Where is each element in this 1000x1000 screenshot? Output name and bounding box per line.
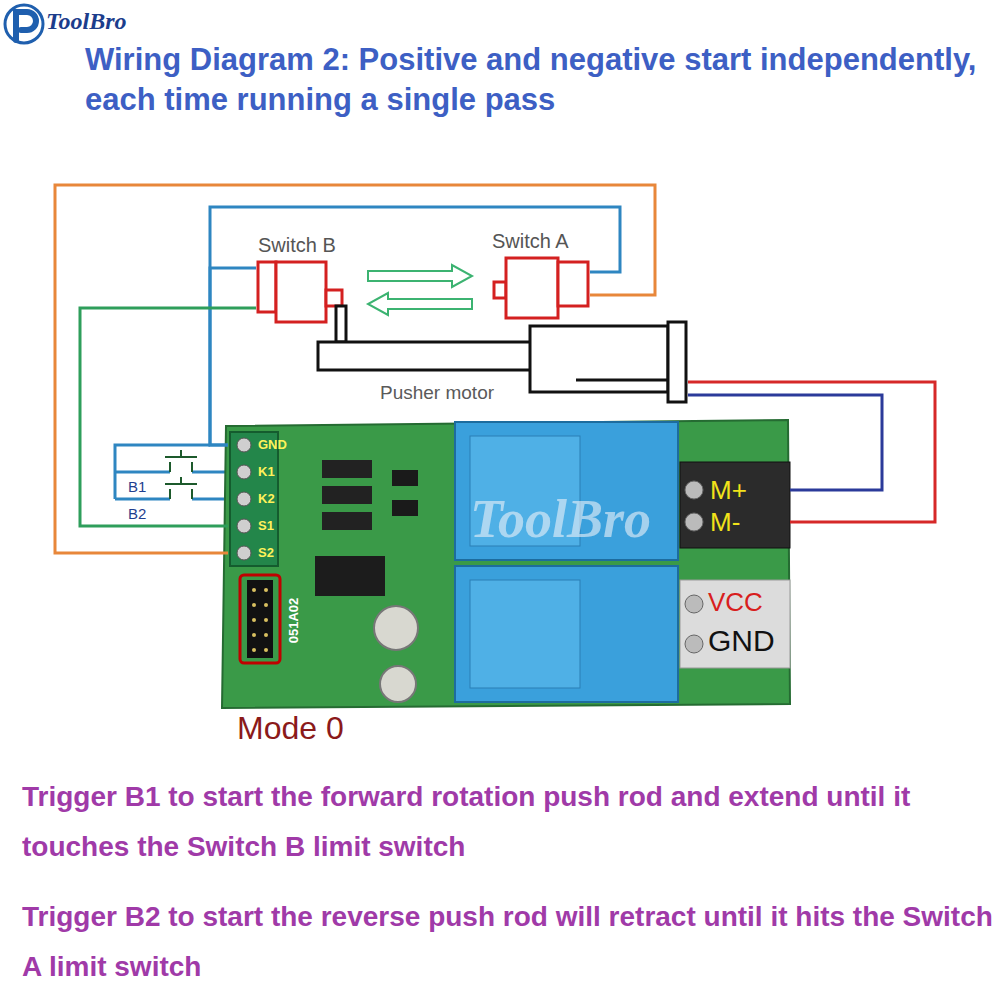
pcb-board [315,556,385,596]
push-button-wiring [115,445,228,499]
pusher-motor-drawing [668,322,686,402]
pcb-board [240,575,280,663]
pcb-board [247,580,273,658]
logo-mark [5,5,43,43]
terminal-name: M- [710,508,740,538]
pcb-board [264,588,268,592]
pcb-board [264,618,268,622]
switch-label: Switch A [492,230,569,253]
diagram-title: Wiring Diagram 2: Positive and negative … [85,40,990,121]
button-name: B2 [128,505,146,522]
pcb-board [380,666,416,702]
pcb-board [455,566,678,702]
board-model: 051A02 [287,597,302,643]
watermark: ToolBro [470,488,651,550]
switch-label: Switch B [258,234,336,257]
terminal-name: GND [708,624,775,659]
push-button-wiring [115,445,228,499]
controller-board: 051A02 [228,420,790,708]
pin-name: K1 [258,465,275,480]
pusher-motor-drawing [530,326,668,392]
pusher-motor-drawing [318,342,532,370]
push-button-symbol [165,450,197,499]
logo-mark [5,5,43,43]
button-name: B1 [128,478,146,495]
pcb-board [252,588,268,652]
limit-switch-symbol [506,258,558,318]
pcb-board [685,513,703,531]
pin-name: GND [258,438,287,453]
limit-switch-symbol [276,262,326,322]
wire-connector [80,308,256,526]
instruction-note: Trigger B1 to start the forward rotation… [22,772,994,872]
push-button-symbol [165,450,197,472]
limit-switch-symbol [258,262,276,312]
pin-name: S1 [258,519,274,534]
pcb-board [264,648,268,652]
pcb-board [322,512,372,530]
pcb-board [237,465,251,479]
pusher-motor: Pusher motor [316,320,688,406]
direction-arrow [368,265,472,287]
pin-name: K2 [258,492,275,507]
pcb-board [252,603,256,607]
pcb-board [455,422,678,560]
pcb-board [230,432,278,566]
limit-switch: Switch B [256,234,352,324]
logo-mark [16,12,36,40]
pcb-board [685,481,703,499]
pcb-board [237,492,251,506]
limit-switch-symbol [326,290,342,306]
pcb-board [680,462,790,548]
pcb-board [222,420,790,708]
pusher-motor-drawing [318,306,686,402]
pcb-board [222,420,790,708]
instruction-note: Trigger B2 to start the reverse push rod… [22,892,994,992]
wire-connector [210,268,256,445]
limit-switch-symbol [258,258,588,322]
direction-arrow [368,293,472,315]
pusher-motor-drawing [336,306,346,342]
pcb-board [322,486,372,504]
pcb-board [252,588,256,592]
pusher-motor-drawing [576,379,668,382]
wire-connector [210,207,620,445]
pcb-board [392,500,418,516]
pcb-board [685,595,703,613]
pin-name: S2 [258,546,274,561]
pcb-board [322,460,372,478]
direction-arrow [368,265,472,315]
pcb-board [685,635,703,653]
push-button-symbol [165,477,197,499]
terminal-name: VCC [708,588,763,618]
mode-label: Mode 0 [237,710,344,747]
pcb-board [680,580,790,668]
limit-switch: Switch A [488,230,590,322]
pcb-board [264,633,268,637]
pcb-board [392,470,418,486]
pcb-board [252,618,256,622]
wire-connector [688,382,935,522]
pcb-board [252,648,256,652]
brand-logo: ToolBro [46,8,126,36]
limit-switch-symbol [494,282,506,298]
wire-connector [55,185,655,553]
terminal-name: M+ [710,476,747,506]
pcb-board [374,606,418,650]
pcb-board [237,438,251,452]
limit-switch-symbol [558,262,588,306]
pcb-board [237,546,251,560]
pcb-board [252,633,256,637]
motor-label: Pusher motor [380,382,494,404]
pcb-board [237,519,251,533]
pcb-board [264,603,268,607]
pcb-board [470,580,580,688]
